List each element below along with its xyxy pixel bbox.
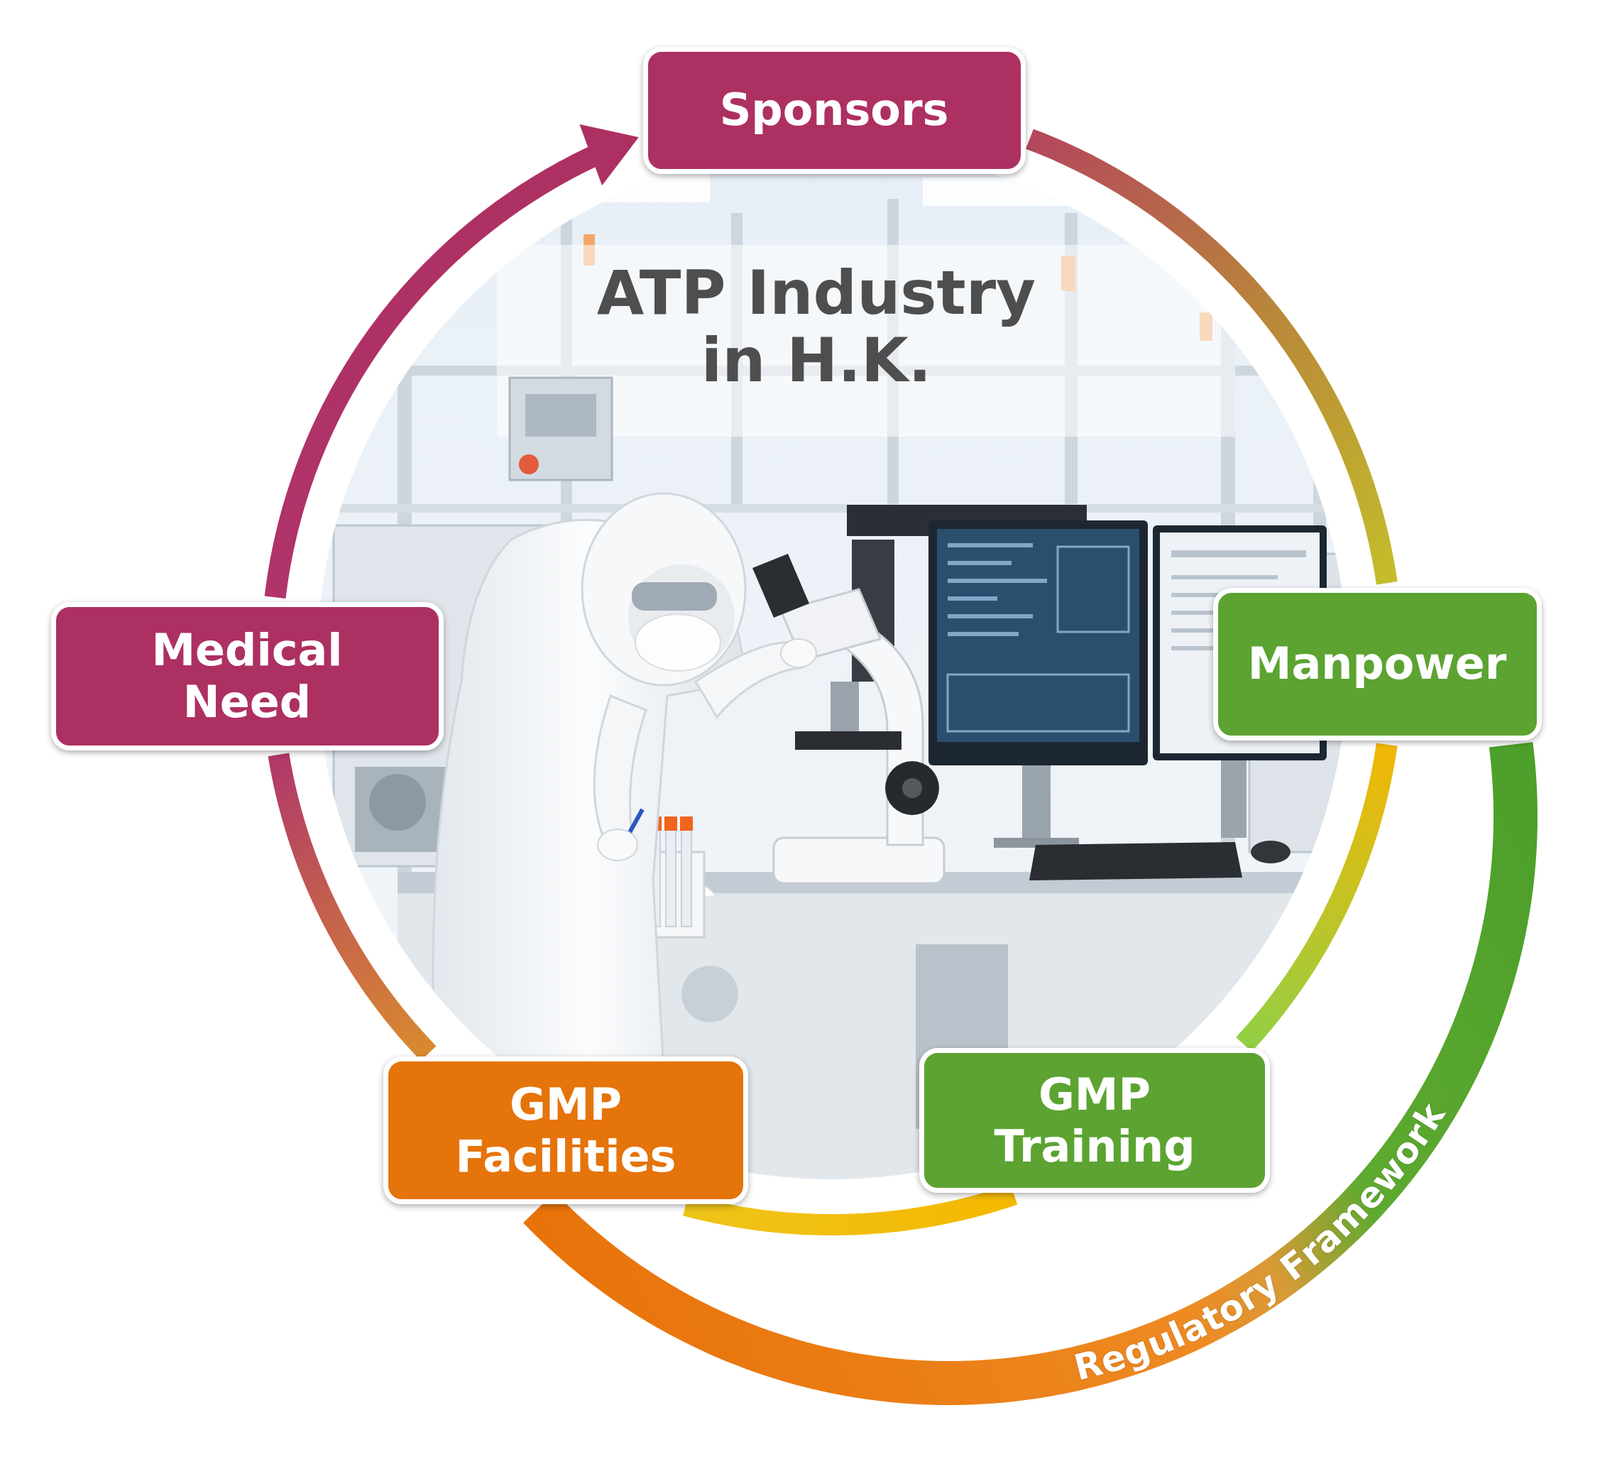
lab-photo-content [780,638,817,668]
lab-photo-content [518,454,539,475]
cycle-arc [1243,744,1388,1045]
lab-photo-content [665,826,676,927]
lab-photo-content [664,816,678,831]
lab-photo-content [947,543,1033,548]
arrow-head [579,124,639,186]
cycle-box: Manpower [1213,587,1542,741]
cycle-arc [275,156,595,597]
lab-photo-content [628,564,735,671]
lab-photo-content [885,760,940,815]
lab-photo-content [902,777,923,798]
lab-photo-content [333,503,1356,513]
lab-photo-content [582,493,746,686]
lab-photo-content [947,631,1019,637]
box-label: Manpower [1247,637,1508,690]
lab-photo-content [830,681,859,732]
lab-photo-content [635,614,721,671]
lab-photo-content [1057,546,1129,632]
cycle-box: Medical Need [51,601,444,751]
box-label: GMP Facilities [416,1078,715,1182]
lab-photo-content [947,560,1012,566]
lab-photo-content [1022,759,1051,845]
lab-photo-content [947,543,1129,732]
lab-photo-content [1171,574,1278,580]
lab-photo-content [681,826,692,927]
cycle-arc [278,754,429,1054]
lab-photo-content [928,520,1148,766]
lab-photo-content [597,829,638,861]
cycle-box: GMP Facilities [383,1056,749,1204]
keyboard [1029,840,1291,881]
cycle-arc [1029,139,1387,584]
lab-photo-content [369,773,426,831]
arc-label: Regulatory Framework [1059,1088,1458,1394]
box-label: Medical Need [105,623,389,728]
box-label: GMP Training [952,1068,1237,1172]
box-label: Sponsors [719,83,950,136]
lab-photo-content [312,141,1363,1192]
lab-photo-content [681,965,739,1023]
lab-photo-content [752,553,810,618]
lab-photo-content [947,578,1048,583]
lab-photo-content [947,614,1033,619]
lab-photo-content [1029,841,1243,881]
lab-photo-content [1220,759,1247,838]
lab-photo-content [947,674,1129,732]
lab-photo-content [937,528,1140,742]
lab-photo-content [509,377,612,480]
cycle-box: Sponsors [643,46,1026,174]
lab-photo-content [680,816,693,831]
lab-photo-content [1171,550,1307,558]
lab-photo-content [631,582,717,611]
cycle-box: GMP Training [919,1047,1270,1193]
lab-photo-content [795,731,902,750]
scientist [433,493,817,1136]
lab-photo-content [1250,840,1291,864]
lab-photo-content [525,393,597,437]
microscope [752,553,945,884]
ceiling-light [496,173,1172,206]
lab-photo-content [947,596,998,601]
diagram-title: ATP Industry in H.K. [560,259,1072,394]
